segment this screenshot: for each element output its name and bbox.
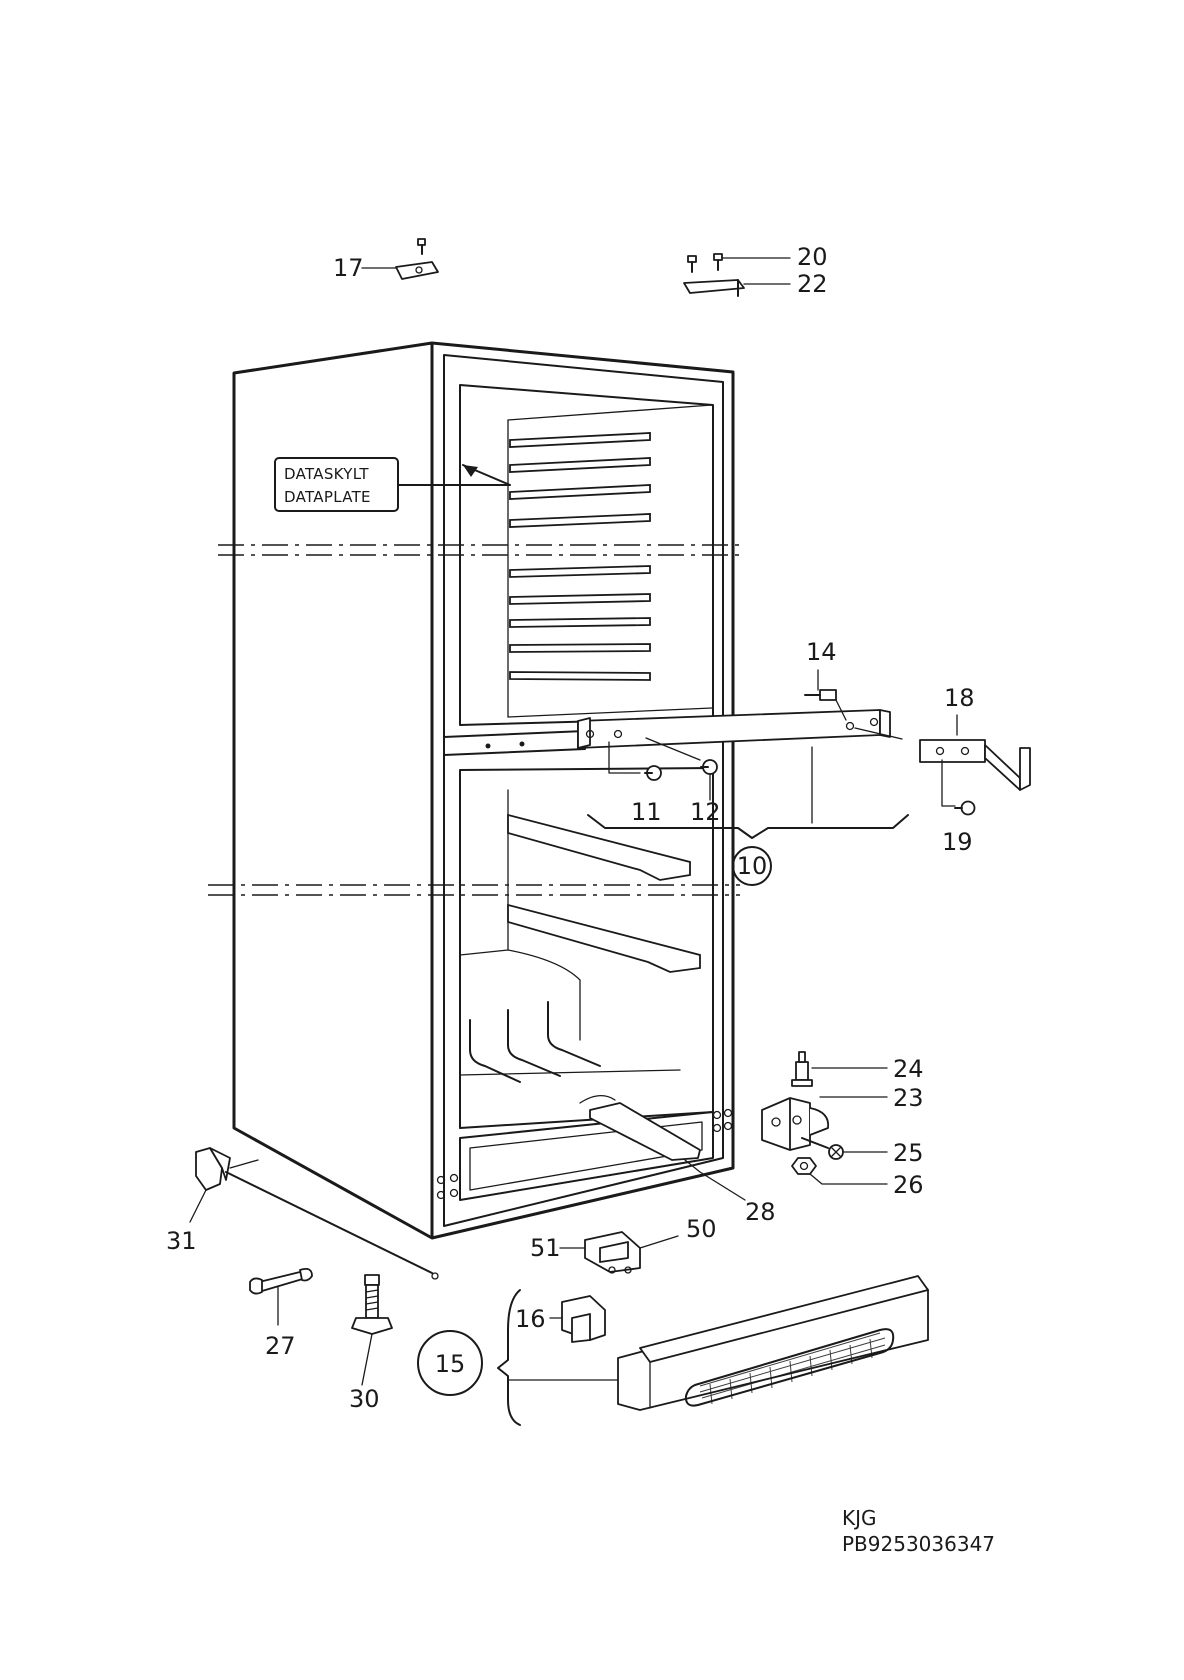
upper-back-bottom	[507, 707, 713, 718]
section-break-upper	[218, 544, 745, 556]
cabinet-front-frame	[431, 341, 735, 1240]
callout-12: 12	[690, 798, 721, 826]
part-23-26-bottom-hinge: 24 23 25 26	[761, 1051, 924, 1199]
part-10-middle-bar-assembly: 14 11 12 10	[577, 638, 909, 886]
callout-31: 31	[166, 1227, 197, 1255]
part-27-wrench: 27	[249, 1267, 313, 1360]
part-15-kickplate-assembly: 15 16	[417, 1275, 929, 1426]
part-20-22-top-hinge: 20 22	[683, 243, 828, 298]
part-50-51-bracket: 50 51	[530, 1215, 717, 1274]
callout-16: 16	[515, 1305, 546, 1333]
part-30-levelling-foot: 30	[349, 1274, 393, 1413]
callout-26: 26	[893, 1171, 924, 1199]
document-code-block: KJG PB9253036347	[842, 1505, 995, 1557]
callout-50: 50	[686, 1215, 717, 1243]
callout-28: 28	[745, 1198, 776, 1226]
callout-30: 30	[349, 1385, 380, 1413]
lower-shelf-rails	[507, 813, 701, 973]
document-code: KJG	[842, 1506, 877, 1530]
section-break-lower	[208, 884, 740, 896]
part-number: PB9253036347	[842, 1532, 996, 1556]
cabinet-front-inner-edge	[443, 354, 724, 1227]
part-31-clip-and-wire: 31	[166, 1147, 439, 1280]
callout-22: 22	[797, 270, 828, 298]
callout-18: 18	[944, 684, 975, 712]
callout-20: 20	[797, 243, 828, 271]
lower-back-contour	[459, 789, 581, 1041]
upper-shelf-supports	[509, 432, 651, 681]
part-28-drain-tube: 28	[579, 1095, 776, 1226]
callout-10: 10	[737, 852, 768, 880]
callout-14: 14	[806, 638, 837, 666]
callout-24: 24	[893, 1055, 924, 1083]
plate-label-line1: DATASKYLT	[284, 465, 369, 483]
plate-label-line2: DATAPLATE	[284, 488, 371, 506]
part-17-hinge-cover: 17	[333, 238, 439, 282]
data-plate-callout: DATASKYLT DATAPLATE	[274, 457, 511, 512]
part-18-19-middle-hinge: 18 19	[919, 684, 1031, 856]
mullion	[443, 730, 586, 756]
callout-15: 15	[435, 1350, 466, 1378]
callout-11: 11	[631, 798, 662, 826]
callout-51: 51	[530, 1234, 561, 1262]
drawer-guides	[459, 1001, 681, 1083]
cabinet	[232, 341, 735, 1240]
callout-23: 23	[893, 1084, 924, 1112]
callout-17: 17	[333, 254, 364, 282]
callout-25: 25	[893, 1139, 924, 1167]
upper-back-top	[507, 404, 713, 421]
callout-27: 27	[265, 1332, 296, 1360]
callout-19: 19	[942, 828, 973, 856]
